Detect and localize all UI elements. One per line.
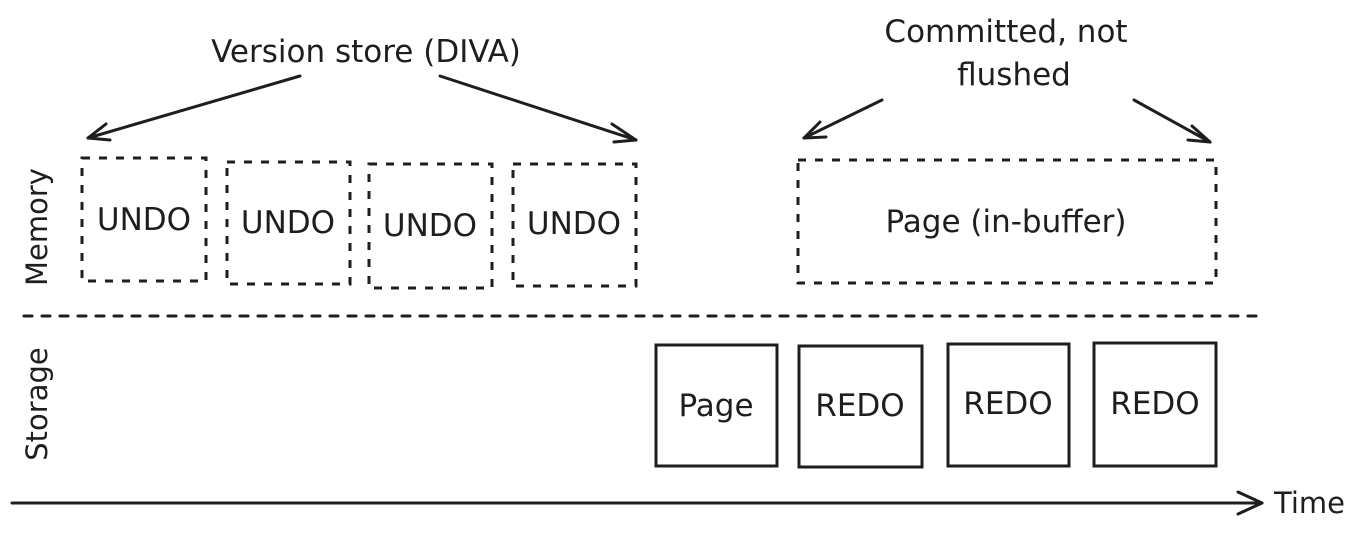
redo-block: REDO (946, 342, 1071, 468)
committed-label-line1: Committed, not (884, 14, 1127, 50)
undo-label: UNDO (97, 202, 191, 238)
undo-block: UNDO (225, 160, 352, 286)
undo-block: UNDO (367, 162, 494, 290)
undo-label: UNDO (383, 208, 477, 244)
undo-block: UNDO (80, 156, 208, 283)
redo-label: REDO (815, 388, 904, 424)
page-storage-label: Page (678, 388, 753, 424)
redo-label: REDO (1110, 386, 1199, 422)
undo-label: UNDO (527, 206, 621, 242)
redo-label: REDO (963, 386, 1052, 422)
page-in-buffer-label: Page (in-buffer) (885, 204, 1126, 240)
memory-lane-label: Memory (20, 168, 54, 286)
version-store-arrow-right (438, 74, 638, 144)
committed-arrow-right (1132, 98, 1212, 144)
committed-arrow-left (802, 98, 884, 140)
version-store-label: Version store (DIVA) (211, 34, 521, 70)
time-axis-arrow (10, 490, 1264, 516)
redo-block: REDO (1092, 341, 1218, 468)
page-in-buffer-block: Page (in-buffer) (796, 158, 1218, 285)
undo-label: UNDO (241, 205, 335, 241)
time-axis-label: Time (1273, 486, 1345, 520)
committed-label-line2: flushed (957, 57, 1071, 93)
version-store-arrow-left (86, 74, 302, 142)
undo-block: UNDO (511, 162, 638, 288)
storage-lane-label: Storage (20, 347, 54, 460)
redo-block: REDO (797, 344, 924, 469)
page-storage-block: Page (654, 343, 779, 468)
